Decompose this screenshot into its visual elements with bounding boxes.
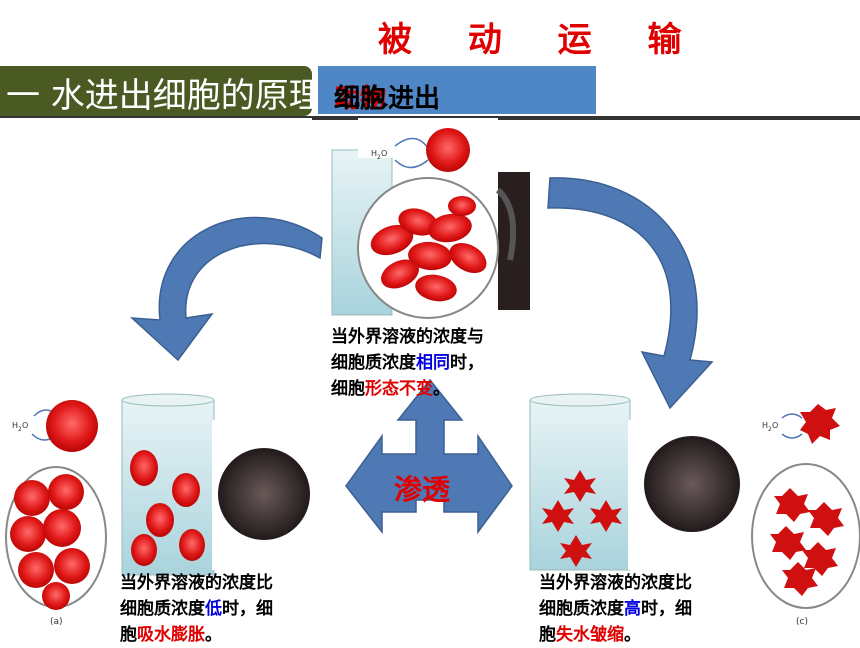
- single-rbc-top: [426, 128, 470, 172]
- osmosis-arrows: [345, 378, 513, 535]
- heading-suffix: 细胞: [334, 84, 387, 114]
- beaker-right: [529, 393, 631, 571]
- section-heading-principle: 一 水进出细胞的原理: [0, 66, 312, 116]
- rbc-cluster-top: [370, 196, 487, 302]
- svg-text:2: 2: [768, 426, 772, 433]
- beaker-left: [121, 393, 215, 576]
- svg-text:O: O: [772, 421, 778, 430]
- label-a: (a): [50, 617, 63, 627]
- micrograph-left: [218, 448, 310, 540]
- caption-top: 当外界溶液的浓度与 细胞质浓度相同时， 细胞形态不变。: [331, 327, 484, 399]
- crenated-cluster-right: [770, 488, 844, 596]
- section-heading-animal-cell: 2.水进出动物细胞: [318, 66, 596, 114]
- divider: [312, 116, 860, 120]
- curved-arrow-left: [129, 216, 323, 362]
- divider-left: [0, 116, 312, 118]
- single-rbc-right: [800, 404, 840, 444]
- svg-text:O: O: [22, 421, 28, 430]
- svg-text:2: 2: [377, 154, 381, 161]
- heading-prefix: 2.水进出: [334, 84, 440, 114]
- single-rbc-left: [46, 400, 98, 452]
- svg-text:H: H: [762, 421, 768, 430]
- svg-text:O: O: [381, 149, 387, 158]
- caption-left: 当外界溶液的浓度比 细胞质浓度低时，细 胞吸水膨胀。: [120, 573, 273, 645]
- slide-title: 被 动 运 输: [378, 20, 704, 60]
- curved-arrow-right: [547, 177, 714, 410]
- label-c: (c): [796, 617, 808, 627]
- svg-text:H: H: [12, 421, 18, 430]
- section-heading-text: 一 水进出细胞的原理: [6, 76, 312, 116]
- svg-text:H: H: [371, 149, 377, 158]
- svg-text:2: 2: [18, 426, 22, 433]
- osmosis-label: 渗透: [394, 473, 451, 506]
- heading-highlight: 动物: [334, 84, 387, 114]
- caption-right: 当外界溶液的浓度比 细胞质浓度高时，细 胞失水皱缩。: [539, 573, 692, 645]
- micrograph-right: [644, 436, 740, 532]
- rbc-cluster-left: [10, 474, 90, 610]
